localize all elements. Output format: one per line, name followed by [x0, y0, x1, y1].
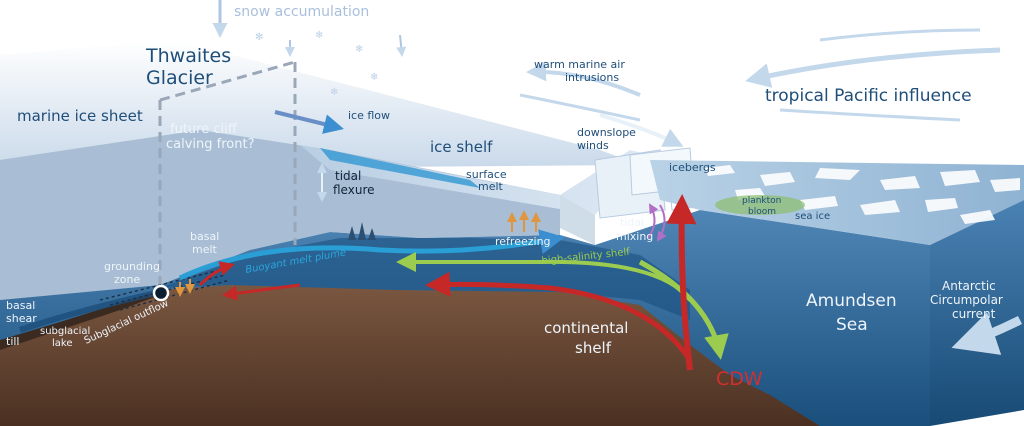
label-warm-air-2: intrusions: [565, 71, 619, 84]
label-refreezing: refreezing: [495, 235, 551, 248]
label-subglacial-lake-2: lake: [52, 338, 73, 349]
label-tidal-flexure-1: tidal: [335, 169, 361, 183]
svg-text:❄: ❄: [355, 44, 363, 55]
label-warm-air-1: warm marine air: [534, 58, 625, 71]
high-salinity-down-arrow: [638, 259, 729, 360]
label-ice-flow: ice flow: [348, 109, 390, 122]
basal-crevasses: [348, 222, 376, 240]
label-downslope-2: winds: [577, 139, 609, 152]
bedrock: [0, 285, 820, 426]
label-downslope-1: downslope: [577, 126, 636, 139]
label-continental-2: shelf: [575, 339, 612, 357]
label-subglacial-lake-1: subglacial: [40, 326, 90, 337]
label-acc-3: current: [952, 307, 996, 321]
label-acc-1: Antarctic: [942, 279, 996, 293]
label-basal-shear-1: basal: [6, 299, 35, 312]
label-till: till: [6, 335, 19, 348]
basal-melt-arrow-red: [198, 261, 235, 287]
label-tidal-flexure-2: flexure: [333, 183, 375, 197]
refreezing-arrows: [507, 210, 541, 232]
tidal-mixing-arrow-2: [656, 204, 667, 242]
ice-flow-arrow: [274, 110, 344, 134]
label-surface-melt-2: melt: [478, 180, 504, 193]
label-amundsen-1: Amundsen: [806, 291, 897, 311]
till-layer: [0, 290, 160, 350]
label-thwaites-1: Thwaites: [145, 45, 231, 67]
label-tidal-mixing-1: tidal: [620, 216, 644, 229]
ice-shelf-front: [560, 195, 595, 245]
label-grounding-2: zone: [114, 273, 140, 286]
plankton-bloom-patch: [715, 195, 805, 215]
downslope-winds-arrow: [599, 113, 684, 147]
warm-air-arrow-2: [519, 93, 641, 122]
svg-text:✻: ✻: [255, 32, 263, 43]
tropical-pacific-arrow-3: [779, 108, 961, 122]
label-basal-melt-1: basal: [190, 230, 219, 243]
svg-text:❄: ❄: [370, 72, 378, 83]
label-marine-ice-sheet: marine ice sheet: [17, 107, 143, 125]
tropical-pacific-arrow-2: [819, 28, 981, 42]
label-icebergs: icebergs: [669, 161, 716, 174]
label-future-cliff-2: calving front?: [166, 137, 254, 152]
ice-shelf-stripe: [320, 148, 480, 188]
tropical-pacific-arrow-1: [745, 47, 1001, 88]
buoyant-plume-arrow: [178, 229, 565, 281]
label-acc-2: Circumpolar: [930, 293, 1003, 307]
sea-surface: [650, 160, 1024, 245]
label-surface-melt-1: surface: [466, 168, 507, 181]
label-plankton-2: bloom: [748, 207, 776, 217]
label-tropical-pacific: tropical Pacific influence: [765, 86, 972, 106]
label-cdw: CDW: [716, 368, 763, 390]
label-continental-1: continental: [544, 319, 628, 337]
warm-air-arrow-1: [526, 61, 641, 97]
cdw-basal-arrow: [222, 283, 301, 301]
svg-text:❄: ❄: [330, 87, 338, 98]
label-plankton-1: plankton: [742, 196, 781, 206]
acc-arrow: [951, 312, 1023, 355]
cdw-onshelf-arrow: [425, 271, 693, 362]
label-amundsen-2: Sea: [836, 315, 868, 335]
cdw-upwelling-arrow: [666, 194, 697, 371]
label-thwaites-2: Glacier: [146, 67, 213, 89]
label-grounding-1: grounding: [104, 260, 160, 273]
subglacial-water: [19, 289, 161, 333]
label-basal-shear-2: shear: [6, 312, 37, 325]
label-tidal-mixing-2: mixing: [616, 230, 653, 243]
svg-text:❄: ❄: [315, 30, 323, 41]
label-future-cliff-1: future cliff: [170, 122, 238, 137]
sea-ice-floes: [705, 165, 1020, 224]
snow-arrow-3: [396, 34, 407, 57]
label-basal-melt-2: melt: [192, 243, 218, 256]
label-ice-shelf: ice shelf: [430, 138, 493, 156]
grounding-line-marker: [152, 284, 170, 302]
label-snow-accumulation: snow accumulation: [234, 4, 369, 20]
label-sea-ice: sea ice: [795, 211, 830, 222]
tidal-mixing-arrow-1: [647, 203, 659, 239]
snowflakes: ❄ ❄ ❄ ❄ ✻: [255, 30, 378, 98]
future-cliff-outline: [158, 60, 297, 290]
deep-water-layer: [160, 238, 690, 320]
